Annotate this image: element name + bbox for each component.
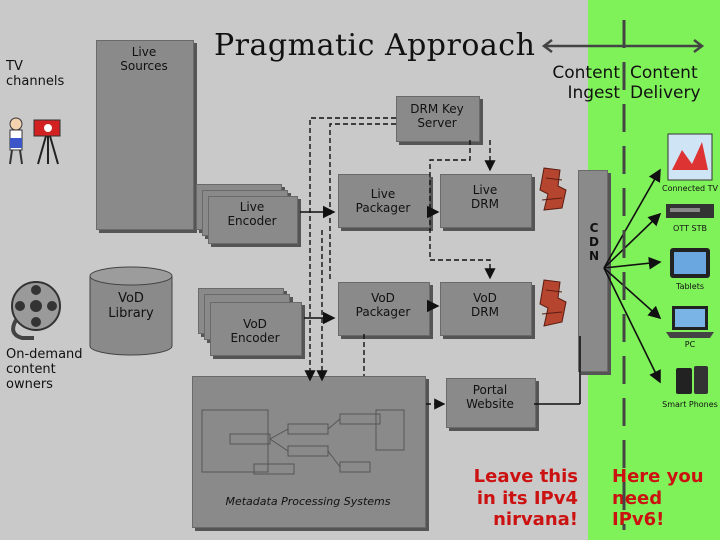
metadata-processing-box [192,376,426,528]
vod-encoder-box [210,302,302,356]
vod-library-label: VoD Library [108,291,154,321]
live-drm-label: Live DRM [471,183,499,211]
metadata-flow-chart [201,409,405,475]
vod-encoder-label: VoD Encoder [230,317,280,345]
device-label-pc: PC [684,340,696,349]
drm-key-server-box [396,96,480,142]
on-demand-owners-label: On-demand content owners [6,347,83,392]
live-packager-box [338,174,430,228]
device-label-connected-tv: Connected TV [662,184,718,193]
drm-key-server-label: DRM Key Server [410,102,464,130]
vod-drm-box [440,282,532,336]
live-encoder-label: Live Encoder [227,200,277,228]
portal-website-box [446,378,536,428]
vod-drm-label: VoD DRM [471,291,499,319]
vod-library-cylinder [89,266,173,356]
film-reel-icon [11,281,61,340]
portal-website-label: Portal Website [466,383,514,411]
content-delivery-label: Content Delivery [630,63,701,103]
live-encoder-box [208,196,298,244]
device-label-tablets: Tablets [676,282,704,291]
cdn-box [578,170,608,372]
live-drm-box [440,174,532,228]
tv-channels-label: TV channels [6,59,65,89]
metadata-processing-label: Metadata Processing Systems [225,495,391,508]
live-packager-label: Live Packager [355,187,411,215]
device-label-smart-phones: Smart Phones [662,400,718,409]
vod-packager-label: VoD Packager [355,291,411,319]
device-icons [666,133,714,394]
ipv4-note: Leave this in its IPv4 nirvana! [473,466,578,531]
live-sources-box [96,40,194,230]
firewall-icons [539,167,567,327]
page-title: Pragmatic Approach [214,28,536,63]
device-label-ott-stb: OTT STB [673,224,707,233]
cdn-label: C D N [588,221,600,263]
tv-camera-icon [9,117,61,165]
vod-packager-box [338,282,430,336]
live-sources-label: Live Sources [120,45,168,73]
content-ingest-label: Content Ingest [552,63,620,103]
